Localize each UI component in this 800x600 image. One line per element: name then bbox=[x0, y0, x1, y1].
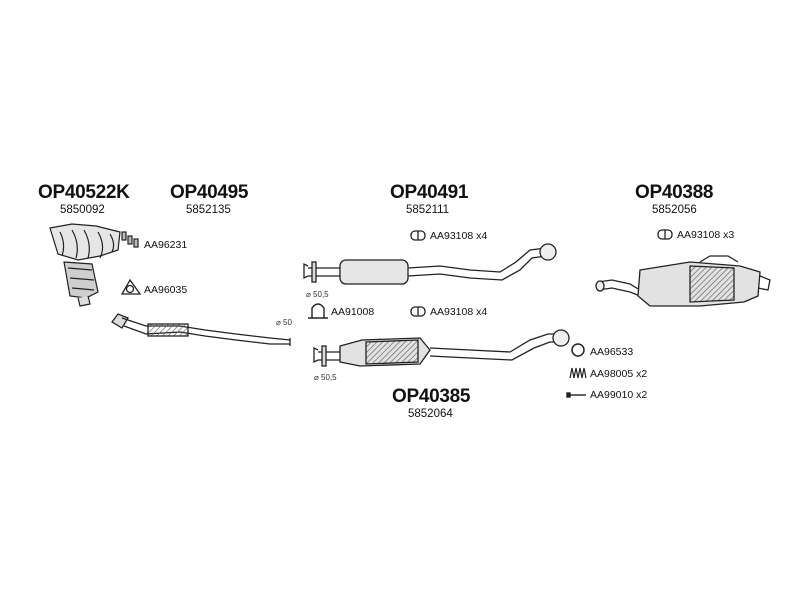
clamp-icon bbox=[657, 229, 673, 240]
ring-icon bbox=[571, 343, 585, 357]
rear-silencer-illustration bbox=[595, 255, 771, 307]
assembly-ref: 5850092 bbox=[60, 204, 105, 216]
assembly-ref: 5852056 bbox=[652, 204, 697, 216]
diameter-label: ⌀ 50,5 bbox=[306, 290, 329, 299]
clamp-icon bbox=[410, 230, 426, 241]
part-label: AA99010 x2 bbox=[590, 389, 648, 401]
u-clamp-icon bbox=[308, 303, 328, 319]
assembly-ref: 5852111 bbox=[406, 204, 450, 216]
diameter-label: ⌀ 50 bbox=[276, 318, 292, 327]
part-label: AA98005 x2 bbox=[590, 368, 648, 380]
part-label: AA93108 x4 bbox=[430, 230, 488, 242]
assembly-code: OP40385 bbox=[392, 386, 471, 407]
assembly-code: OP40522K bbox=[38, 182, 130, 203]
assembly-ref: 5852135 bbox=[186, 204, 231, 216]
upper-mid-pipe-illustration bbox=[303, 243, 557, 285]
lower-mid-pipe-illustration bbox=[313, 329, 570, 367]
bolt-set-illustration bbox=[121, 231, 139, 248]
manifold-catalyst-illustration bbox=[49, 223, 121, 307]
part-label: AA91008 bbox=[331, 306, 375, 318]
gasket-illustration bbox=[120, 278, 142, 295]
part-label: AA96231 bbox=[144, 239, 188, 251]
part-label: AA93108 x3 bbox=[677, 229, 735, 241]
clamp-icon bbox=[410, 306, 426, 317]
assembly-code: OP40495 bbox=[170, 182, 249, 203]
front-pipe-illustration bbox=[111, 313, 291, 346]
part-label: AA96035 bbox=[144, 284, 188, 296]
diameter-label: ⌀ 50,5 bbox=[314, 373, 337, 382]
assembly-code: OP40388 bbox=[635, 182, 714, 203]
part-label: AA93108 x4 bbox=[430, 306, 488, 318]
spring-icon bbox=[569, 367, 587, 379]
bolt-icon bbox=[566, 392, 586, 398]
assembly-code: OP40491 bbox=[390, 182, 469, 203]
part-label: AA96533 bbox=[590, 346, 634, 358]
assembly-ref: 5852064 bbox=[408, 408, 453, 420]
